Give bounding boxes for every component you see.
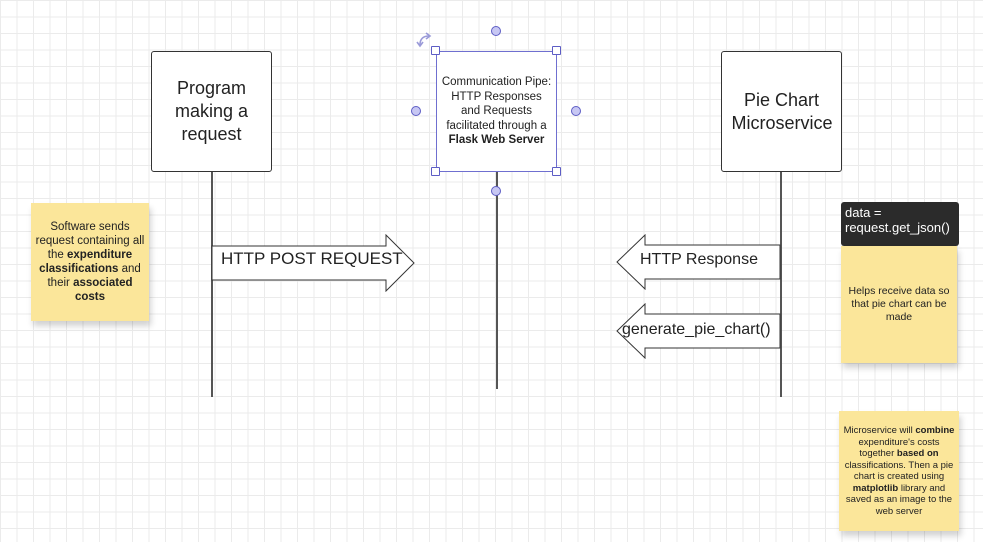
http-response-arrow[interactable] [615, 234, 782, 290]
bottom-sticky-note[interactable]: Microservice will combine expenditure's … [839, 411, 959, 531]
connector-handle-left[interactable] [411, 106, 421, 116]
http-post-arrow[interactable] [211, 234, 416, 292]
pipe-label: Communication Pipe: HTTP Responses and R… [441, 76, 552, 147]
left-sticky-note[interactable]: Software sends request containing all th… [31, 203, 149, 321]
pipe-box[interactable]: Communication Pipe: HTTP Responses and R… [436, 51, 557, 172]
generate-pie-chart-arrow[interactable] [615, 303, 782, 359]
http-post-label: HTTP POST REQUEST [221, 249, 403, 268]
resize-handle-top-left[interactable] [431, 46, 440, 55]
resize-handle-bottom-left[interactable] [431, 167, 440, 176]
microservice-box[interactable]: Pie Chart Microservice [721, 51, 842, 172]
helps-sticky-note[interactable]: Helps receive data so that pie chart can… [841, 246, 957, 363]
left-note-text: Software sends request containing all th… [35, 221, 145, 303]
connector-handle-right[interactable] [571, 106, 581, 116]
http-response-label: HTTP Response [640, 251, 758, 268]
code-note[interactable]: data = request.get_json() [841, 202, 959, 246]
pipe-lifeline [496, 171, 498, 389]
program-lifeline [211, 171, 213, 397]
microservice-label: Pie Chart Microservice [731, 89, 833, 133]
program-label: Program making a request [174, 78, 249, 144]
connector-handle-top[interactable] [491, 26, 501, 36]
microservice-lifeline [780, 171, 782, 397]
rotate-icon[interactable] [415, 31, 435, 49]
code-note-text: data = request.get_json() [845, 205, 950, 235]
generate-pie-chart-label: generate_pie_chart() [622, 321, 771, 338]
connector-handle-bottom[interactable] [491, 186, 501, 196]
resize-handle-top-right[interactable] [552, 46, 561, 55]
program-box[interactable]: Program making a request [151, 51, 272, 172]
bottom-note-text: Microservice will combine expenditure's … [843, 425, 955, 517]
helps-note-text: Helps receive data so that pie chart can… [848, 285, 950, 323]
resize-handle-bottom-right[interactable] [552, 167, 561, 176]
